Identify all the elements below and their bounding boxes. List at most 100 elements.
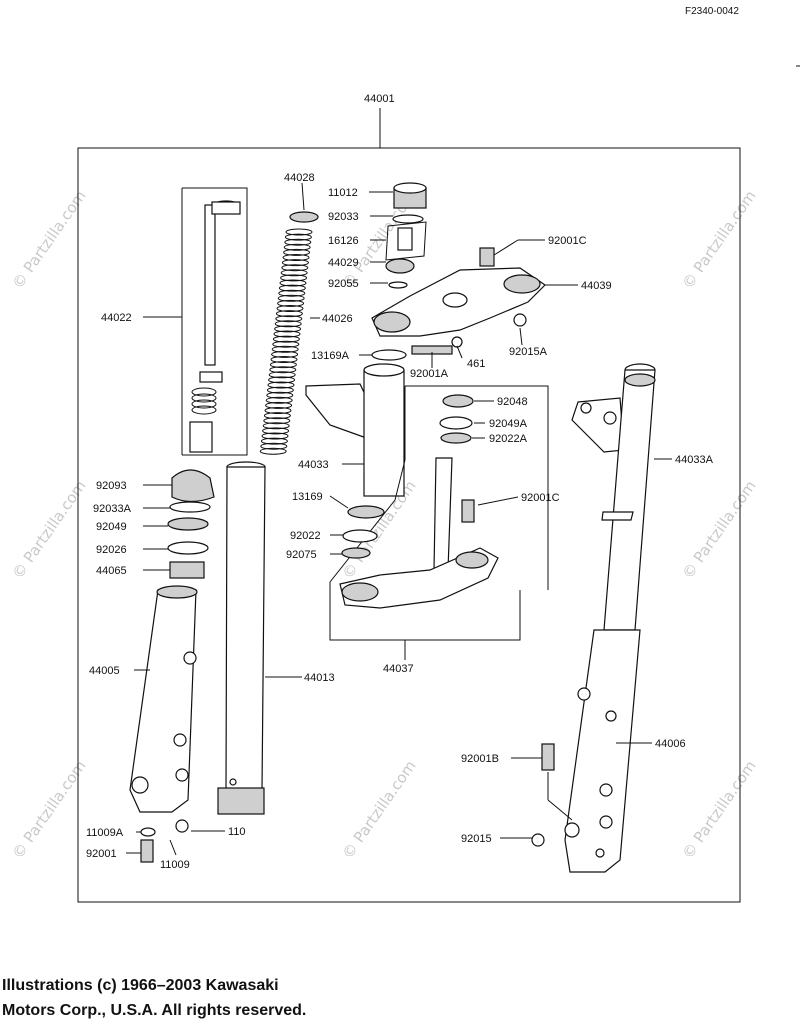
part-label-11009: 11009 [160, 859, 190, 871]
part-label-44065: 44065 [96, 565, 127, 577]
part-label-92001C: 92001C [521, 492, 560, 504]
part-label-44005: 44005 [89, 665, 120, 677]
spring-coil [275, 310, 303, 318]
part-label-92049A: 92049A [489, 418, 528, 430]
spring-coil [265, 401, 293, 409]
part-label-44001: 44001 [364, 93, 395, 105]
leader-lines [126, 182, 672, 856]
spring-coil [262, 427, 290, 435]
spring-coil [274, 325, 302, 333]
spring-coil [280, 274, 308, 282]
part-label-92001A: 92001A [410, 368, 449, 380]
fork-spring [259, 211, 319, 455]
copyright-line: Illustrations (c) 1966–2003 Kawasaki [2, 977, 279, 994]
inner-tube [217, 461, 266, 815]
part-label-92055: 92055 [328, 278, 359, 290]
part-label-44029: 44029 [328, 257, 359, 269]
part-label-92015A: 92015A [509, 346, 548, 358]
part-label-110: 110 [228, 826, 246, 838]
part-label-92075: 92075 [286, 549, 317, 561]
spring-coil [272, 335, 300, 343]
spring-coil [277, 294, 305, 302]
outer-tube-left [129, 585, 198, 813]
part-label-16126: 16126 [328, 235, 359, 247]
part-label-92093: 92093 [96, 480, 127, 492]
part-label-44022: 44022 [101, 312, 132, 324]
spring-coil [270, 356, 298, 363]
watermark: © Partzilla.com [679, 187, 760, 292]
copyright-notice: Illustrations (c) 1966–2003 Kawasaki Mot… [2, 973, 306, 1023]
part-label-92001: 92001 [86, 848, 117, 860]
spring-coil [278, 284, 306, 292]
spring-coil [272, 340, 300, 348]
part-label-13169A: 13169A [311, 350, 350, 362]
part-label-92022: 92022 [290, 530, 321, 542]
seal-stack [167, 469, 215, 579]
part-label-44013: 44013 [304, 672, 335, 684]
part-labels: 44001 44028 11012 92033 16126 92001C 440… [86, 93, 714, 871]
spring-coil [261, 432, 289, 440]
spring-coil [262, 422, 290, 430]
fork-upper-tube [305, 363, 405, 497]
spring-coil [263, 417, 291, 425]
stem-group-bracket [405, 385, 549, 590]
part-label-92022A: 92022A [489, 433, 528, 445]
part-label-44026: 44026 [322, 313, 353, 325]
part-label-92033A: 92033A [93, 503, 132, 515]
part-label-44037: 44037 [383, 663, 414, 675]
part-label-92001C: 92001C [548, 235, 587, 247]
spring-coil [267, 381, 295, 389]
spring-coil [284, 233, 312, 241]
part-label-92048: 92048 [497, 396, 528, 408]
spring-coil [285, 228, 313, 236]
spring-coil [280, 269, 308, 277]
copyright-line: Motors Corp., U.S.A. All rights reserved… [2, 1002, 307, 1019]
upper-bracket [371, 247, 546, 361]
steering-stem [339, 394, 499, 609]
part-label-13169: 13169 [292, 491, 323, 503]
spring-coil [260, 442, 288, 450]
spring-coil [273, 330, 301, 338]
part-label-92033: 92033 [328, 211, 359, 223]
part-label-44006: 44006 [655, 738, 686, 750]
bottom-bolts-left [140, 819, 189, 863]
spring-coil [266, 391, 294, 399]
spring-coil [275, 315, 303, 323]
spring-coil [268, 376, 296, 384]
spring-coil [266, 386, 294, 394]
spring-coil [284, 238, 312, 246]
part-label-92001B: 92001B [461, 753, 499, 765]
spring-coil [282, 254, 310, 261]
fork-cap-parts [385, 182, 427, 289]
spring-coil [277, 299, 305, 307]
spring-coil [269, 361, 297, 369]
part-label-92026: 92026 [96, 544, 127, 556]
spring-coil [264, 407, 292, 414]
spring-coil [271, 345, 299, 353]
spring-coil [269, 366, 297, 374]
spring-coil [268, 371, 296, 379]
spring-coil [283, 248, 311, 256]
spring-coil [271, 350, 299, 358]
assembly-frame [77, 147, 741, 903]
spring-coil [279, 279, 307, 287]
part-label-11012: 11012 [328, 187, 358, 199]
part-label-92049: 92049 [96, 521, 127, 533]
part-label-44028: 44028 [284, 172, 315, 184]
part-label-44039: 44039 [581, 280, 612, 292]
fork-right-assembled [531, 363, 656, 873]
spring-coil [259, 447, 287, 455]
watermark: © Partzilla.com [679, 477, 760, 582]
spring-coil [265, 396, 293, 404]
spring-coil [278, 289, 306, 297]
part-label-44033A: 44033A [675, 454, 714, 466]
figure-number: F2340-0042 [685, 6, 739, 17]
spring-coil [283, 243, 311, 251]
part-label-92015: 92015 [461, 833, 492, 845]
part-label-44033: 44033 [298, 459, 329, 471]
spring-coil [281, 264, 309, 272]
fork-inner-parts [181, 187, 248, 456]
watermark: © Partzilla.com [339, 757, 420, 862]
watermark: © Partzilla.com [679, 757, 760, 862]
